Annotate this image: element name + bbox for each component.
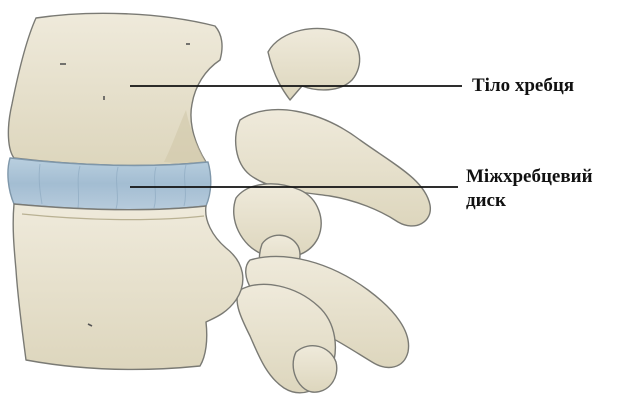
upper-articular-process [268,28,360,100]
vertebral-body-label: Тіло хребця [472,74,574,98]
intervertebral-disc [8,158,211,210]
vertebral-bodies [8,13,243,369]
posterior-elements [234,28,431,392]
intervertebral-disc-label: Міжхребцевий диск [466,165,593,213]
lower-vertebral-body [13,204,243,369]
disc-label-line2: диск [466,189,593,213]
disc-label-line1: Міжхребцевий [466,165,593,189]
lower-process-tip [293,346,337,393]
